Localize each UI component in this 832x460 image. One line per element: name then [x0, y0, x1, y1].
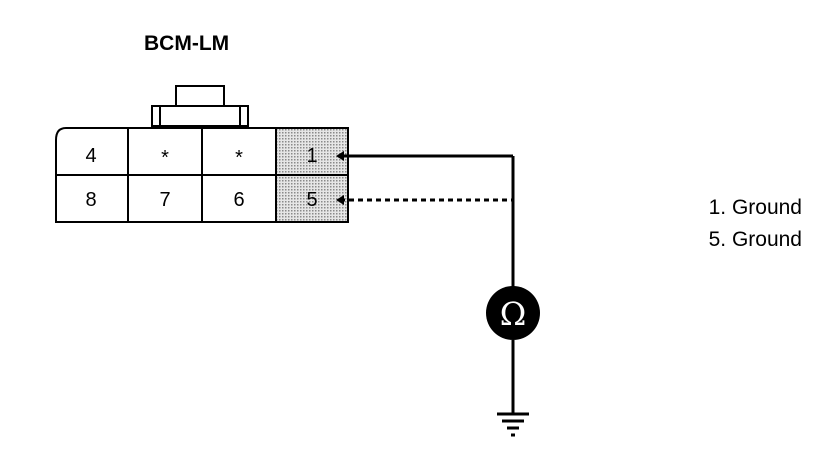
- connector-body: [55, 127, 349, 223]
- probe-tip-pin1: [336, 151, 344, 161]
- pin-legend: 1. Ground 5. Ground: [709, 192, 802, 256]
- pin-label: 8: [85, 189, 97, 211]
- legend-item: 1. Ground: [708, 196, 802, 219]
- legend-item: 5. Ground: [708, 228, 802, 251]
- pin-label: *: [161, 147, 169, 169]
- ohmmeter-icon: Ω: [486, 286, 540, 340]
- connector-title: BCM-LM: [144, 32, 230, 55]
- connector-latch: [151, 85, 249, 127]
- pin-label: 6: [233, 189, 245, 211]
- ground-icon: [497, 412, 529, 437]
- probe-tip-pin5: [336, 195, 344, 205]
- pin-label: 4: [85, 145, 97, 167]
- ohm-symbol: Ω: [500, 295, 527, 333]
- pin-label: 1: [306, 145, 318, 167]
- pin-label: 7: [159, 189, 171, 211]
- pin-label: *: [235, 147, 243, 169]
- wire-pin1: [338, 154, 515, 290]
- pin-label: 5: [306, 189, 318, 211]
